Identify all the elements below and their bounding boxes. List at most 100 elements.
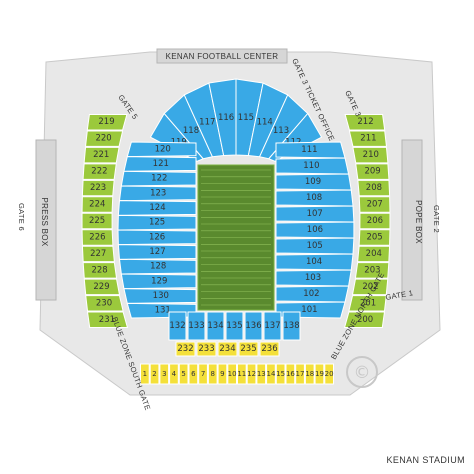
section-106[interactable]: 106: [275, 221, 355, 239]
blue-zone-row-3[interactable]: 3: [159, 363, 170, 385]
section-211[interactable]: 211: [348, 130, 388, 147]
section-220[interactable]: 220: [84, 130, 124, 147]
section-227[interactable]: 227: [81, 245, 115, 263]
section-136-label: 136: [245, 321, 261, 331]
section-126[interactable]: 126: [117, 229, 197, 246]
blue-zone-row-19[interactable]: 19: [314, 363, 325, 385]
blue-zone-row-10[interactable]: 10: [227, 363, 237, 385]
section-234[interactable]: 234: [217, 341, 238, 357]
section-130[interactable]: 130: [123, 288, 197, 304]
section-124[interactable]: 124: [117, 200, 197, 216]
blue-zone-row-14[interactable]: 14: [266, 363, 276, 385]
section-233-label: 233: [198, 344, 214, 354]
section-122-label: 122: [151, 174, 167, 184]
section-236[interactable]: 236: [259, 341, 280, 357]
section-226-label: 226: [89, 233, 105, 243]
blue-zone-row-17[interactable]: 17: [295, 363, 305, 385]
kenan-football-center: [156, 48, 288, 64]
section-201[interactable]: 201: [348, 295, 387, 312]
section-127[interactable]: 127: [117, 244, 197, 260]
blue-zone-row-1[interactable]: 1: [140, 363, 150, 385]
section-210[interactable]: 210: [352, 146, 389, 164]
section-123[interactable]: 123: [118, 185, 197, 202]
section-223[interactable]: 223: [81, 179, 115, 197]
blue-zone-row-20-label: 20: [325, 370, 334, 378]
section-135-label: 135: [226, 321, 242, 331]
section-203-label: 203: [364, 265, 380, 275]
section-212[interactable]: 212: [344, 114, 386, 131]
section-226[interactable]: 226: [81, 229, 114, 246]
gate-2-label: GATE 2: [432, 205, 441, 233]
section-221[interactable]: 221: [83, 146, 120, 164]
blue-zone-row-13[interactable]: 13: [256, 363, 267, 385]
section-109[interactable]: 109: [275, 173, 352, 191]
section-138[interactable]: 138: [282, 311, 301, 341]
blue-zone-row-4[interactable]: 4: [169, 363, 179, 385]
section-206[interactable]: 206: [359, 212, 391, 230]
blue-zone-row-15-label: 15: [276, 370, 285, 378]
section-136[interactable]: 136: [244, 311, 263, 341]
section-204[interactable]: 204: [357, 245, 391, 263]
blue-zone-row-16[interactable]: 16: [285, 363, 295, 385]
blue-zone-row-15[interactable]: 15: [275, 363, 286, 385]
section-129[interactable]: 129: [120, 273, 197, 290]
section-209[interactable]: 209: [355, 163, 390, 180]
blue-zone-row-2[interactable]: 2: [149, 363, 160, 385]
section-128[interactable]: 128: [118, 258, 197, 275]
section-205[interactable]: 205: [358, 229, 391, 246]
section-200[interactable]: 200: [343, 311, 386, 328]
section-137[interactable]: 137: [263, 311, 282, 341]
section-232[interactable]: 232: [175, 341, 196, 357]
section-105[interactable]: 105: [275, 237, 355, 255]
section-110[interactable]: 110: [275, 157, 350, 175]
section-111[interactable]: 111: [275, 141, 346, 159]
section-225[interactable]: 225: [81, 212, 113, 230]
section-134-label: 134: [207, 321, 223, 331]
section-210-label: 210: [363, 150, 379, 160]
section-230[interactable]: 230: [85, 295, 124, 312]
section-134[interactable]: 134: [206, 311, 225, 341]
section-133[interactable]: 133: [187, 311, 206, 341]
section-212-label: 212: [357, 117, 373, 127]
blue-zone-row-20[interactable]: 20: [324, 363, 334, 385]
blue-zone-row-5[interactable]: 5: [178, 363, 189, 385]
section-209-label: 209: [364, 167, 380, 177]
section-122[interactable]: 122: [120, 170, 197, 187]
blue-zone-row-6[interactable]: 6: [188, 363, 199, 385]
section-203[interactable]: 203: [354, 262, 390, 279]
blue-zone-row-12[interactable]: 12: [246, 363, 257, 385]
section-121[interactable]: 121: [123, 156, 197, 172]
section-104[interactable]: 104: [275, 253, 354, 271]
section-135[interactable]: 135: [225, 311, 244, 341]
section-202[interactable]: 202: [351, 278, 389, 296]
section-231[interactable]: 231: [86, 311, 129, 328]
press-box: [35, 139, 57, 301]
section-103[interactable]: 103: [275, 269, 352, 287]
section-219[interactable]: 219: [86, 114, 128, 131]
blue-zone-row-10-label: 10: [228, 370, 237, 378]
section-235-label: 235: [240, 344, 256, 354]
section-227-label: 227: [90, 249, 106, 259]
section-108[interactable]: 108: [275, 189, 354, 207]
section-125[interactable]: 125: [117, 214, 197, 231]
section-207[interactable]: 207: [358, 196, 391, 213]
section-228[interactable]: 228: [82, 262, 118, 279]
section-224[interactable]: 224: [81, 196, 114, 213]
section-102[interactable]: 102: [275, 285, 350, 303]
section-208[interactable]: 208: [357, 179, 391, 197]
section-107[interactable]: 107: [275, 205, 355, 223]
section-235[interactable]: 235: [238, 341, 259, 357]
section-233[interactable]: 233: [196, 341, 217, 357]
blue-zone-row-18[interactable]: 18: [304, 363, 315, 385]
section-126-label: 126: [149, 232, 165, 242]
blue-zone-row-8[interactable]: 8: [207, 363, 218, 385]
blue-zone-row-11[interactable]: 11: [237, 363, 247, 385]
section-222[interactable]: 222: [82, 163, 117, 180]
blue-zone-row-12-label: 12: [247, 370, 256, 378]
section-236-label: 236: [261, 344, 277, 354]
blue-zone-row-7[interactable]: 7: [198, 363, 208, 385]
section-132[interactable]: 132: [168, 311, 187, 341]
section-120[interactable]: 120: [126, 141, 197, 158]
blue-zone-row-9[interactable]: 9: [217, 363, 228, 385]
section-229[interactable]: 229: [83, 278, 121, 296]
